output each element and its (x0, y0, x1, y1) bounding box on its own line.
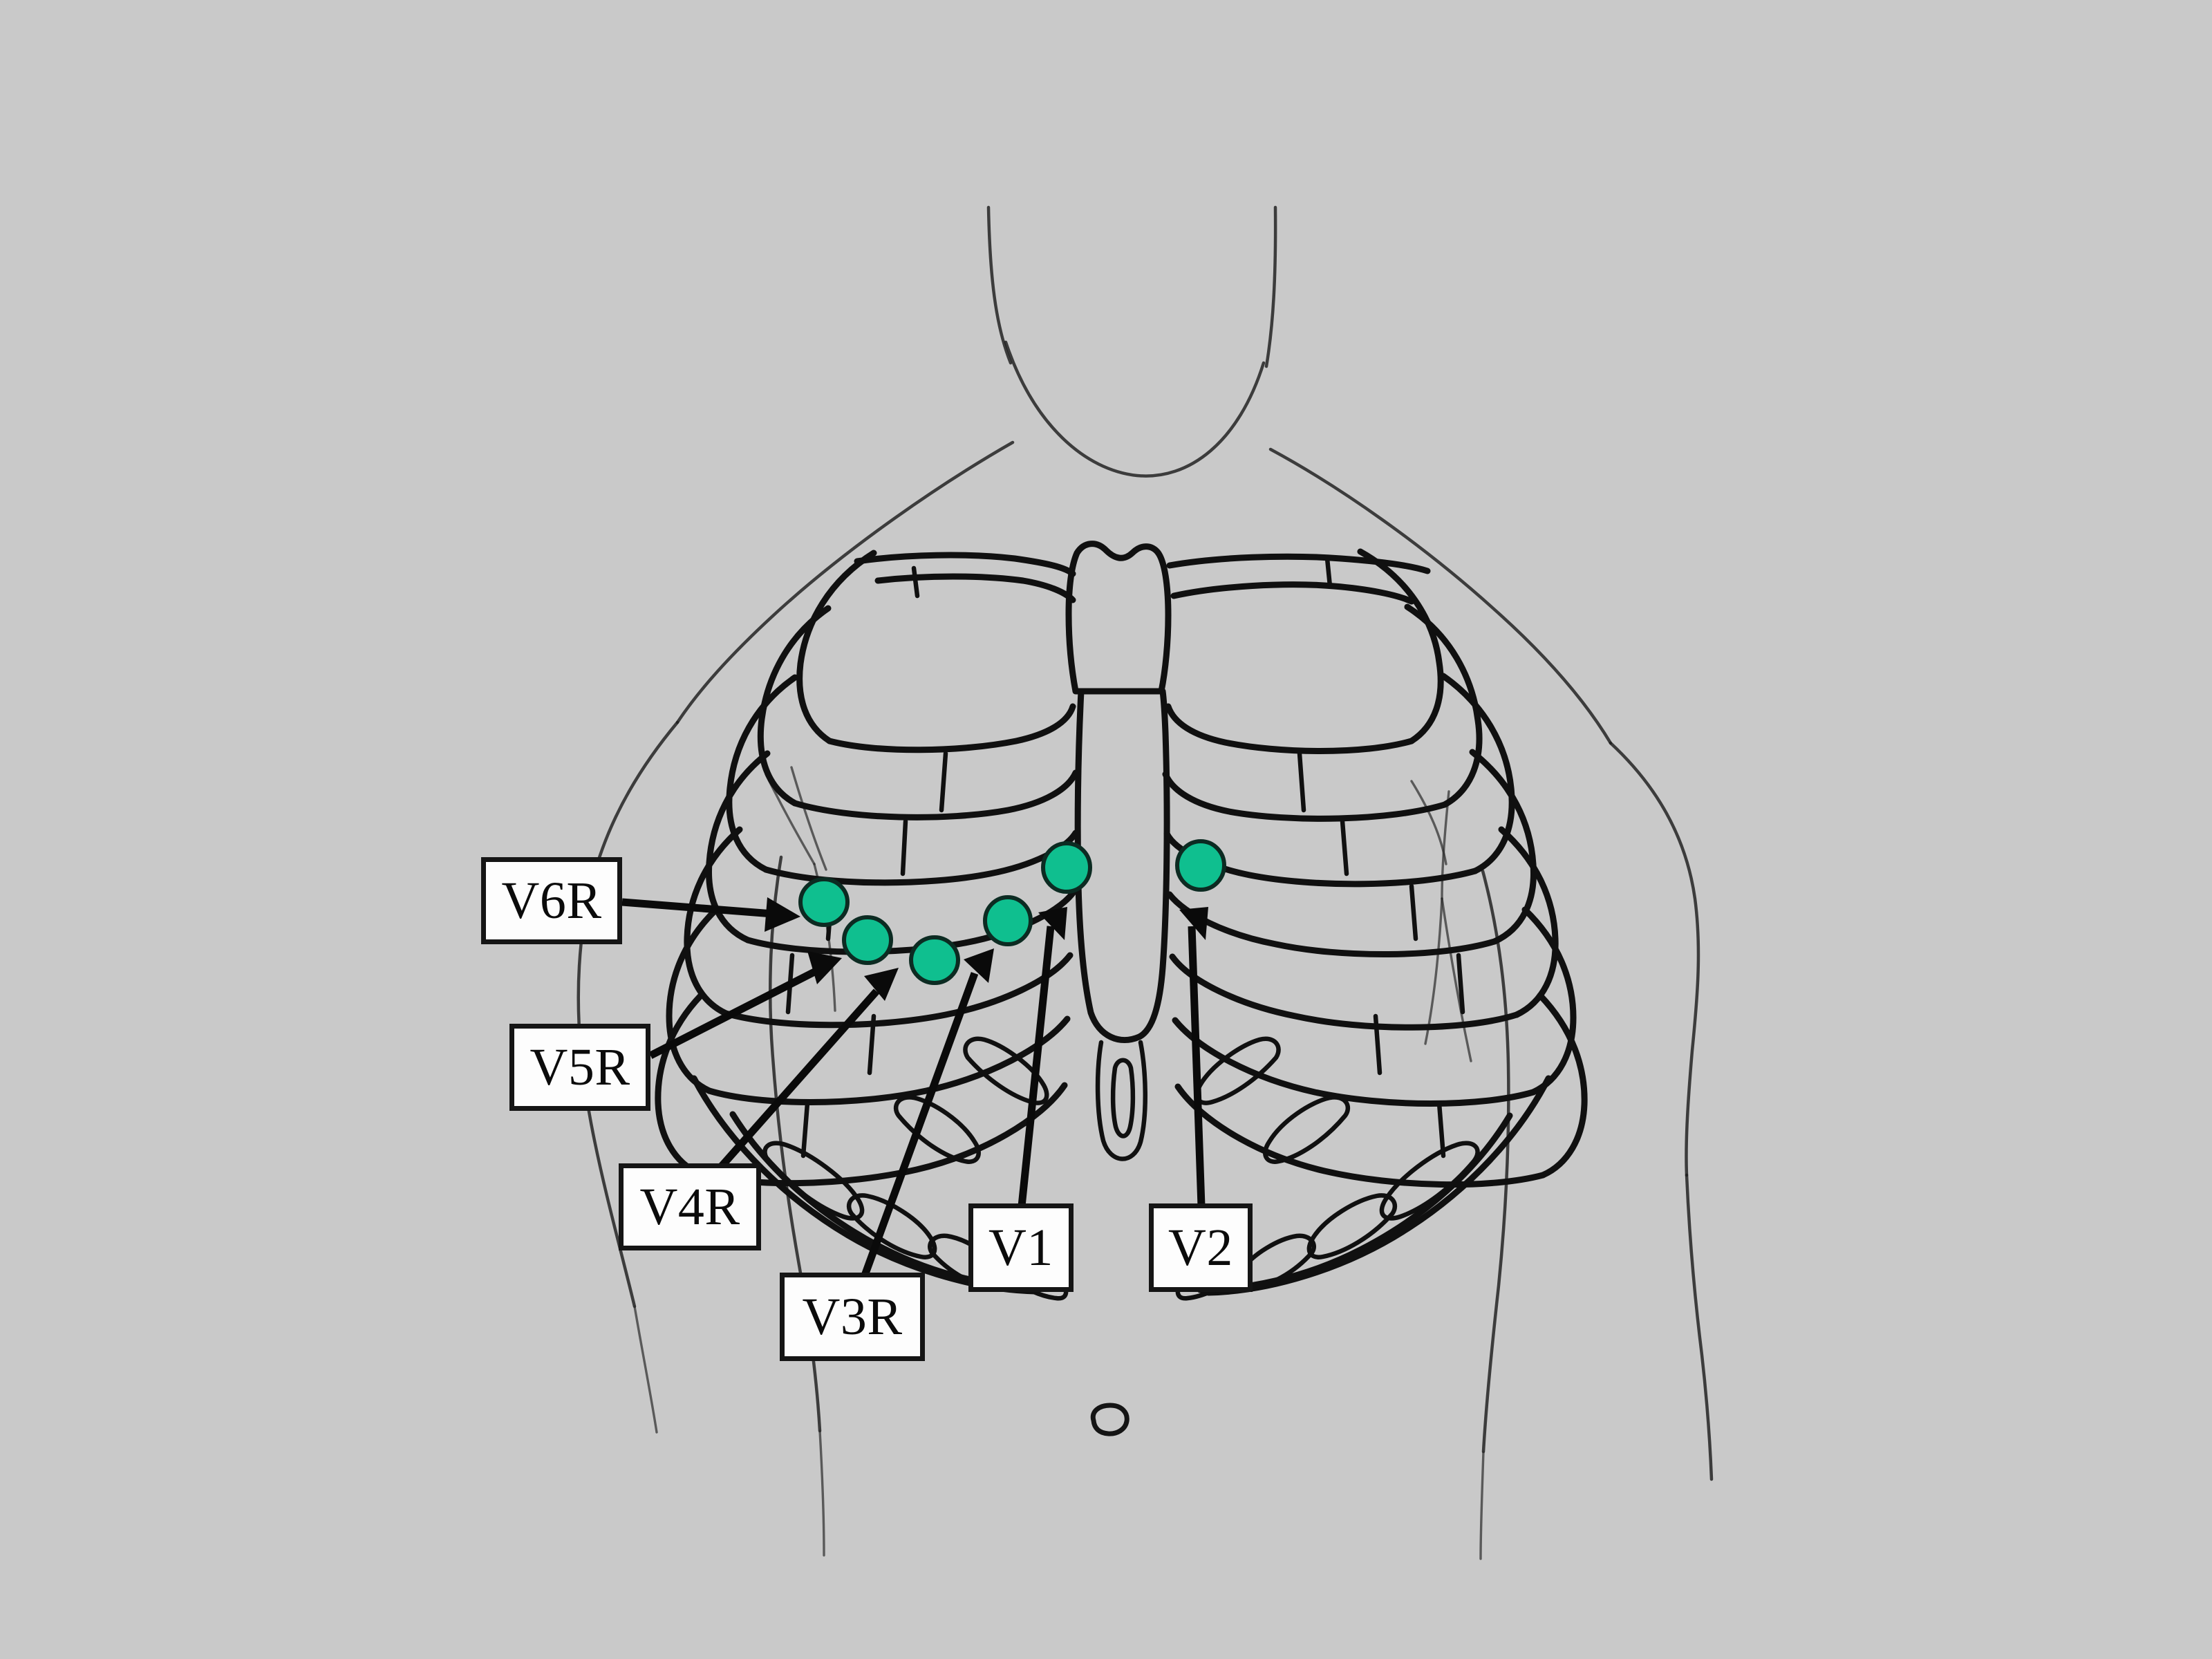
label-box-v1[interactable]: V1 (968, 1203, 1074, 1292)
left-rib-connector-b (900, 818, 908, 877)
leader-v1 (1018, 907, 1067, 1207)
torso-left-flank-lower (818, 1430, 825, 1557)
left-cartilage-slip-5 (963, 1036, 1049, 1105)
left-rib-6-costal (706, 1015, 1071, 1105)
right-cartilage-slip-2 (1306, 1193, 1398, 1259)
leader-v6r (621, 897, 800, 932)
leader-v4r (718, 968, 899, 1170)
left-rib-1 (796, 550, 877, 744)
right-rib-connector-d (1456, 953, 1465, 1015)
right-rib-connector-a (1297, 751, 1306, 813)
right-rib-connector-c (1409, 883, 1418, 941)
electrode-v3r[interactable] (983, 895, 1033, 946)
left-axilla-crease-branch (790, 766, 827, 871)
right-rib-6-costal (1172, 1017, 1537, 1107)
electrode-v4r[interactable] (909, 935, 960, 985)
right-clavicle-tip (1324, 556, 1333, 589)
right-arm-outline (1609, 741, 1700, 1177)
label-text-v3r: V3R (802, 1288, 903, 1346)
right-cartilage-slip-6 (1263, 1095, 1351, 1164)
electrode-v5r[interactable] (842, 915, 893, 965)
right-rib-5-costal (1169, 953, 1520, 1031)
navel (1090, 1403, 1130, 1436)
left-clavicle-tip (911, 565, 920, 599)
label-text-v2: V2 (1168, 1219, 1233, 1277)
left-rib-5-costal (722, 952, 1074, 1029)
label-box-v5r[interactable]: V5R (509, 1024, 650, 1111)
right-rib-7-costal (1174, 1083, 1546, 1188)
xiphoid-notch (1110, 1058, 1136, 1138)
manubrium (1065, 541, 1172, 695)
label-box-v2[interactable]: V2 (1149, 1203, 1253, 1292)
right-clavicle (1166, 553, 1431, 574)
left-rib-3 (726, 674, 798, 873)
right-rib-2-costal (1162, 771, 1448, 822)
torso-right-flank-lower (1479, 1450, 1485, 1560)
right-rib-1-costal (1165, 703, 1415, 754)
right-axilla-crease-branch (1410, 780, 1447, 865)
right-flank-crease (1441, 897, 1472, 1062)
leader-v2 (1179, 907, 1208, 1207)
left-rib-2 (757, 605, 832, 807)
label-box-v4r[interactable]: V4R (619, 1163, 761, 1250)
label-text-v5r: V5R (529, 1038, 630, 1096)
left-rib-2-costal (791, 769, 1079, 821)
neck-right-outline (1264, 205, 1277, 368)
left-cartilage-slip-2 (846, 1193, 937, 1259)
right-rib-1 (1357, 548, 1444, 744)
left-arm-inner-line (633, 1305, 658, 1434)
left-rib-1-costal (826, 703, 1076, 753)
label-text-v6r: V6R (501, 872, 602, 930)
left-trapezius-outline (675, 440, 1015, 724)
right-clavicle-lower (1170, 581, 1415, 605)
right-rib-3 (1440, 673, 1515, 874)
left-rib-6 (666, 906, 720, 1094)
left-arm-outline (577, 720, 679, 1309)
label-box-v6r[interactable]: V6R (481, 857, 622, 944)
right-trapezius-outline (1268, 447, 1613, 745)
leader-v3r (861, 948, 994, 1277)
left-rib-connector-a (939, 751, 948, 813)
right-rib-2 (1404, 603, 1483, 808)
right-cartilage-slip-1 (1379, 1141, 1480, 1221)
neck-base-curve (1004, 340, 1266, 478)
label-text-v1: V1 (988, 1219, 1053, 1277)
label-box-v3r[interactable]: V3R (780, 1273, 925, 1361)
torso-right-flank (1481, 869, 1510, 1454)
label-text-v4r: V4R (639, 1178, 740, 1236)
left-clavicle (854, 552, 1076, 577)
right-rib-7 (1537, 992, 1588, 1179)
right-rib-connector-b (1340, 818, 1349, 877)
left-rib-connector-f (800, 1100, 810, 1159)
left-cartilage-slip-6 (893, 1095, 981, 1164)
right-rib-connector-e (1373, 1013, 1382, 1076)
electrode-v1[interactable] (1041, 841, 1092, 894)
neck-left-outline (986, 205, 1013, 365)
left-rib-connector-e (867, 1013, 877, 1076)
leader-v5r (648, 951, 842, 1059)
electrode-v2[interactable] (1175, 839, 1226, 892)
right-rib-connector-f (1436, 1100, 1446, 1159)
left-cartilage-slip-1 (762, 1141, 865, 1221)
left-rib-7 (655, 992, 704, 1177)
right-rib-6 (1521, 906, 1577, 1096)
right-arm-lower-outline (1685, 1173, 1714, 1481)
xiphoid-process (1095, 1040, 1148, 1161)
electrode-v6r[interactable] (798, 877, 850, 927)
